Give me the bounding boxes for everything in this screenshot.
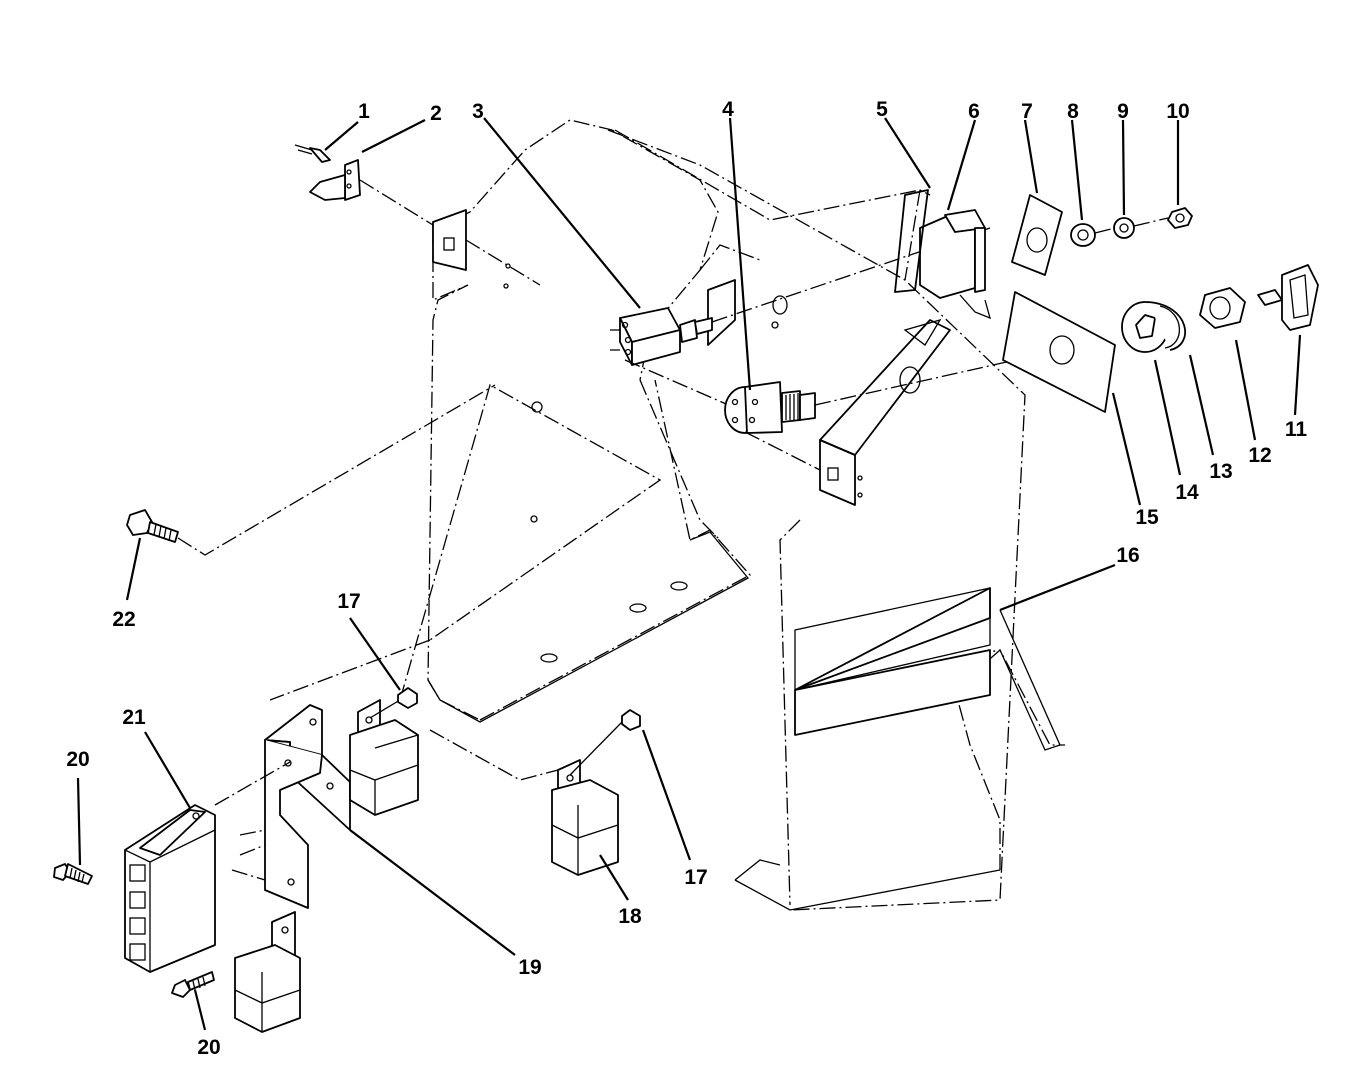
relay-bottom <box>234 911 301 1033</box>
callout-18: 18 <box>618 905 642 928</box>
meter-bezel <box>894 189 929 293</box>
key-switch-hardware <box>1121 264 1319 353</box>
meter-plate <box>1011 194 1063 276</box>
callout-16: 16 <box>1116 544 1139 567</box>
callout-7: 7 <box>1021 100 1033 123</box>
callout-20-upper: 20 <box>66 748 89 771</box>
callout-6: 6 <box>968 100 980 123</box>
callout-4: 4 <box>722 98 734 121</box>
callout-10: 10 <box>1166 100 1189 123</box>
hour-meter <box>919 209 991 320</box>
fasteners <box>53 384 496 998</box>
left-dash-panel <box>269 119 752 723</box>
right-dash-panel <box>607 129 1065 911</box>
callout-3: 3 <box>472 100 484 123</box>
callout-20-lower: 20 <box>197 1036 220 1059</box>
callout-19: 19 <box>518 956 541 979</box>
meter-hardware <box>1070 207 1193 247</box>
decal-plate <box>794 587 991 691</box>
callout-labels: 1 2 3 4 5 6 7 8 9 10 11 12 13 14 15 16 1… <box>66 98 1307 1059</box>
callout-15: 15 <box>1135 506 1159 529</box>
callout-8: 8 <box>1067 100 1079 123</box>
callout-1: 1 <box>358 100 370 123</box>
callout-2: 2 <box>430 102 442 125</box>
ignition-switch <box>724 349 1061 471</box>
callout-5: 5 <box>876 98 888 121</box>
key-switch-plate <box>1002 291 1116 413</box>
callout-9: 9 <box>1117 100 1129 123</box>
callout-22: 22 <box>112 608 135 631</box>
relay-upper <box>349 687 419 816</box>
callout-14: 14 <box>1175 481 1199 504</box>
callout-13: 13 <box>1209 460 1232 483</box>
callout-11: 11 <box>1285 418 1308 441</box>
leader-lines <box>76 117 1302 1031</box>
callout-17-lower: 17 <box>684 866 707 889</box>
callout-12: 12 <box>1248 444 1271 467</box>
callout-21: 21 <box>122 706 146 729</box>
sensor-bracket <box>294 144 541 286</box>
callout-17-upper: 17 <box>337 590 360 613</box>
relay-mount-bracket <box>231 704 351 909</box>
control-module <box>124 761 291 973</box>
relay-right <box>429 709 641 876</box>
switch-mounting-bracket <box>819 319 951 506</box>
